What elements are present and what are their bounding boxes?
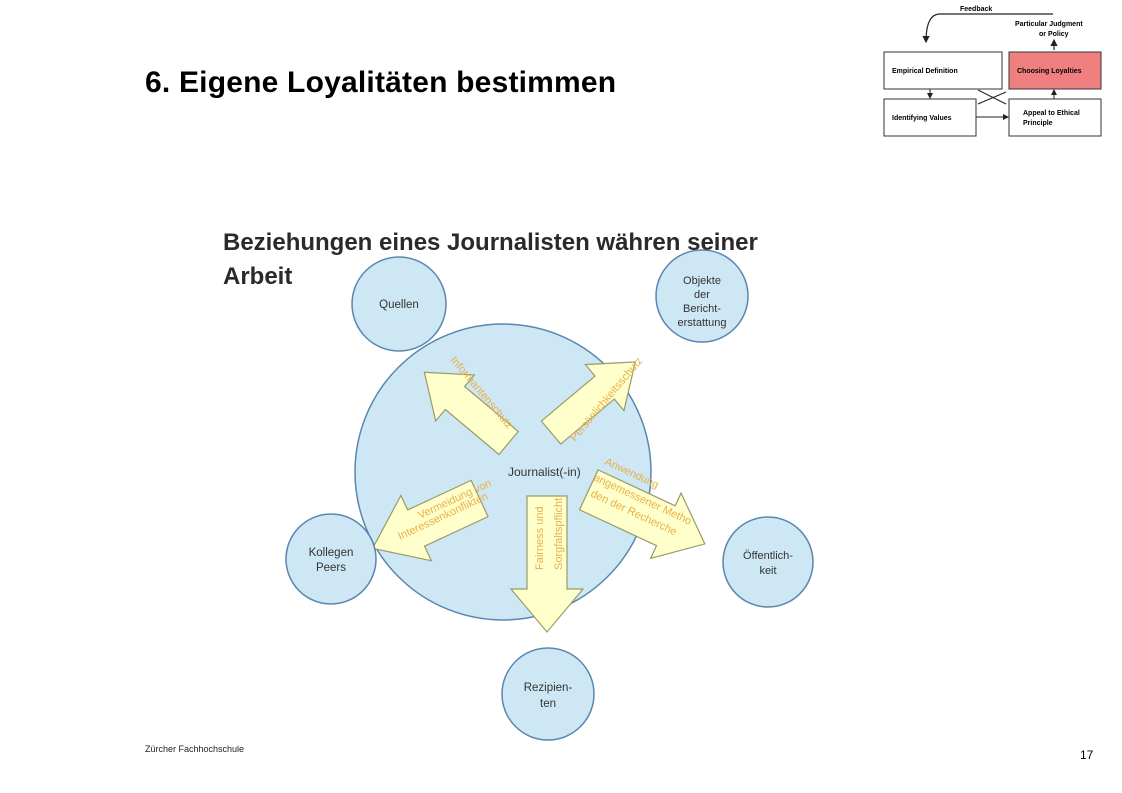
node-rezipienten-label-line1: Rezipien- [524,682,573,694]
ethical-principle-label-line2: Principle [1023,120,1053,127]
empirical-definition-label: Empirical Definition [892,68,958,75]
node-quellen: Quellen [351,256,447,352]
feedback-arrow [922,13,1053,44]
flow-arrow-cross-a [977,89,1007,105]
node-oeffentlichkeit-label-line2: keit [759,565,776,577]
mini-flowchart: Feedback Particular Judgment or Policy E… [883,6,1102,137]
arrow-persoenlichkeitsschutz [540,361,637,445]
diagram-title-line2: Arbeit [223,263,292,290]
node-rezipienten-label-line2: ten [540,698,556,710]
node-kollegen: Kollegen Peers [285,513,377,605]
label-fairness-line2: Sorgfaltspflicht [553,498,565,570]
slide-title: 6. Eigene Loyalitäten bestimmen [145,66,617,99]
identifying-values-box [883,98,977,137]
node-oeffentlichkeit-label-line1: Öffentlich- [743,550,793,562]
node-objekte: Objekte der Bericht- erstattung [655,249,749,343]
diagram-title-line1: Beziehungen eines Journalisten währen se… [223,229,758,256]
arrow-informantenschutz [423,371,520,456]
identifying-values-label: Identifying Values [892,115,952,122]
node-kollegen-label-line2: Peers [316,562,346,574]
node-rezipienten: Rezipien- ten [501,647,595,741]
center-label: Journalist(-in) [508,465,581,479]
arrow-anwendung [578,469,706,560]
label-fairness-line1: Fairness und [534,506,546,570]
node-objekte-label-line4: erstattung [678,317,727,329]
choosing-loyalties-box [1008,51,1102,90]
node-objekte-label-line3: Bericht- [683,303,721,315]
choosing-loyalties-label: Choosing Loyalties [1017,68,1082,75]
judgment-label-line2: or Policy [1039,31,1069,38]
empirical-definition-box [883,51,1003,90]
node-objekte-label-line1: Objekte [683,275,721,287]
feedback-label: Feedback [960,6,992,13]
arrow-vermeidung [371,479,489,562]
node-objekte-label-line2: der [694,289,710,301]
relationship-diagram: Beziehungen eines Journalisten währen se… [145,220,845,742]
flow-arrow-cross-b [977,91,1007,105]
arrow-fairness [509,495,585,633]
footer-institution: Zürcher Fachhochschule [145,744,245,754]
ethical-principle-box [1008,98,1102,137]
ethical-principle-label-line1: Appeal to Ethical [1023,110,1080,117]
node-kollegen-label-line1: Kollegen [309,547,354,559]
page-number: 17 [1080,748,1094,762]
node-oeffentlichkeit: Öffentlich- keit [722,516,814,608]
judgment-label-line1: Particular Judgment [1015,21,1083,28]
node-quellen-label: Quellen [379,299,419,311]
